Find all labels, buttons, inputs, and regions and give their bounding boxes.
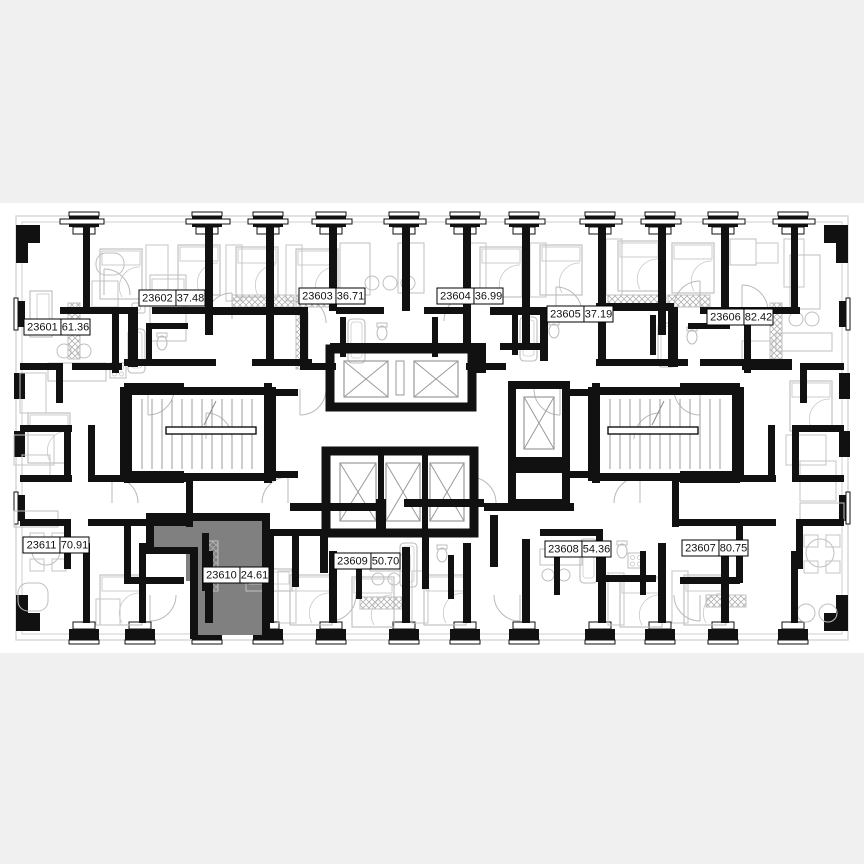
- unit-number: 23604: [440, 291, 471, 303]
- elevator-bank-lower[interactable]: [321, 446, 479, 538]
- unit-number: 23608: [548, 544, 579, 556]
- elevator-single-center[interactable]: [508, 381, 570, 507]
- unit-label-23606[interactable]: 23606 82.42: [706, 308, 774, 326]
- unit-area: 54.36: [583, 544, 611, 556]
- unit-label-23601[interactable]: 23601 61.36: [23, 318, 91, 336]
- unit-label-23607[interactable]: 23607 80.75: [681, 539, 749, 557]
- unit-label-box: [706, 308, 774, 326]
- unit-label-box: [202, 566, 270, 584]
- unit-label-box: [298, 287, 366, 305]
- unit-number: 23611: [27, 540, 57, 552]
- unit-label-23604[interactable]: 23604 36.99: [436, 287, 504, 305]
- unit-area: 82.42: [745, 312, 773, 324]
- unit-label-box: [681, 539, 749, 557]
- unit-area: 80.75: [720, 543, 748, 555]
- unit-area: 36.99: [475, 291, 503, 303]
- unit-number: 23610: [206, 570, 237, 582]
- unit-label-23609[interactable]: 23609 50.70: [333, 552, 401, 570]
- unit-label-23602[interactable]: 23602 37.48: [138, 289, 206, 307]
- unit-area: 37.48: [177, 293, 205, 305]
- unit-label-box: [436, 287, 504, 305]
- unit-number: 23606: [710, 312, 741, 324]
- unit-number: 23605: [550, 309, 581, 321]
- unit-label-23603[interactable]: 23603 36.71: [298, 287, 366, 305]
- unit-number: 23603: [302, 291, 333, 303]
- unit-label-23605[interactable]: 23605 37.19: [546, 305, 614, 323]
- unit-label-box: [333, 552, 401, 570]
- unit-label-box: [23, 318, 91, 336]
- unit-label-23608[interactable]: 23608 54.36: [544, 540, 612, 558]
- unit-number: 23601: [27, 322, 58, 334]
- stair-right[interactable]: [588, 383, 744, 483]
- elevator-bank-upper[interactable]: [325, 344, 477, 412]
- unit-number: 23607: [685, 543, 716, 555]
- floor-plan-sheet: 23601 61.36 23602 37.48 23603 36.71 23604 36.99…: [0, 203, 864, 653]
- unit-area: 70.91: [61, 540, 89, 552]
- unit-labels[interactable]: 23601 61.36 23602 37.48 23603 36.71 23604 36.99…: [22, 287, 774, 584]
- unit-area: 61.36: [62, 322, 90, 334]
- unit-label-box: [138, 289, 206, 307]
- facade-columns-top: [59, 211, 816, 235]
- floor-plan-drawing[interactable]: 23601 61.36 23602 37.48 23603 36.71 23604 36.99…: [0, 203, 864, 653]
- unit-area: 24.61: [241, 570, 269, 582]
- unit-area: 50.70: [372, 556, 400, 568]
- unit-label-23611[interactable]: 23611 70.91: [22, 536, 90, 554]
- unit-label-23610[interactable]: 23610 24.61: [202, 566, 270, 584]
- unit-area: 36.71: [337, 291, 365, 303]
- unit-label-box: [546, 305, 614, 323]
- unit-label-box: [22, 536, 90, 554]
- unit-number: 23602: [142, 293, 173, 305]
- wall-layer: [20, 225, 844, 639]
- stair-left[interactable]: [120, 383, 276, 483]
- unit-number: 23609: [337, 556, 368, 568]
- unit-area: 37.19: [585, 309, 613, 321]
- unit-label-box: [544, 540, 612, 558]
